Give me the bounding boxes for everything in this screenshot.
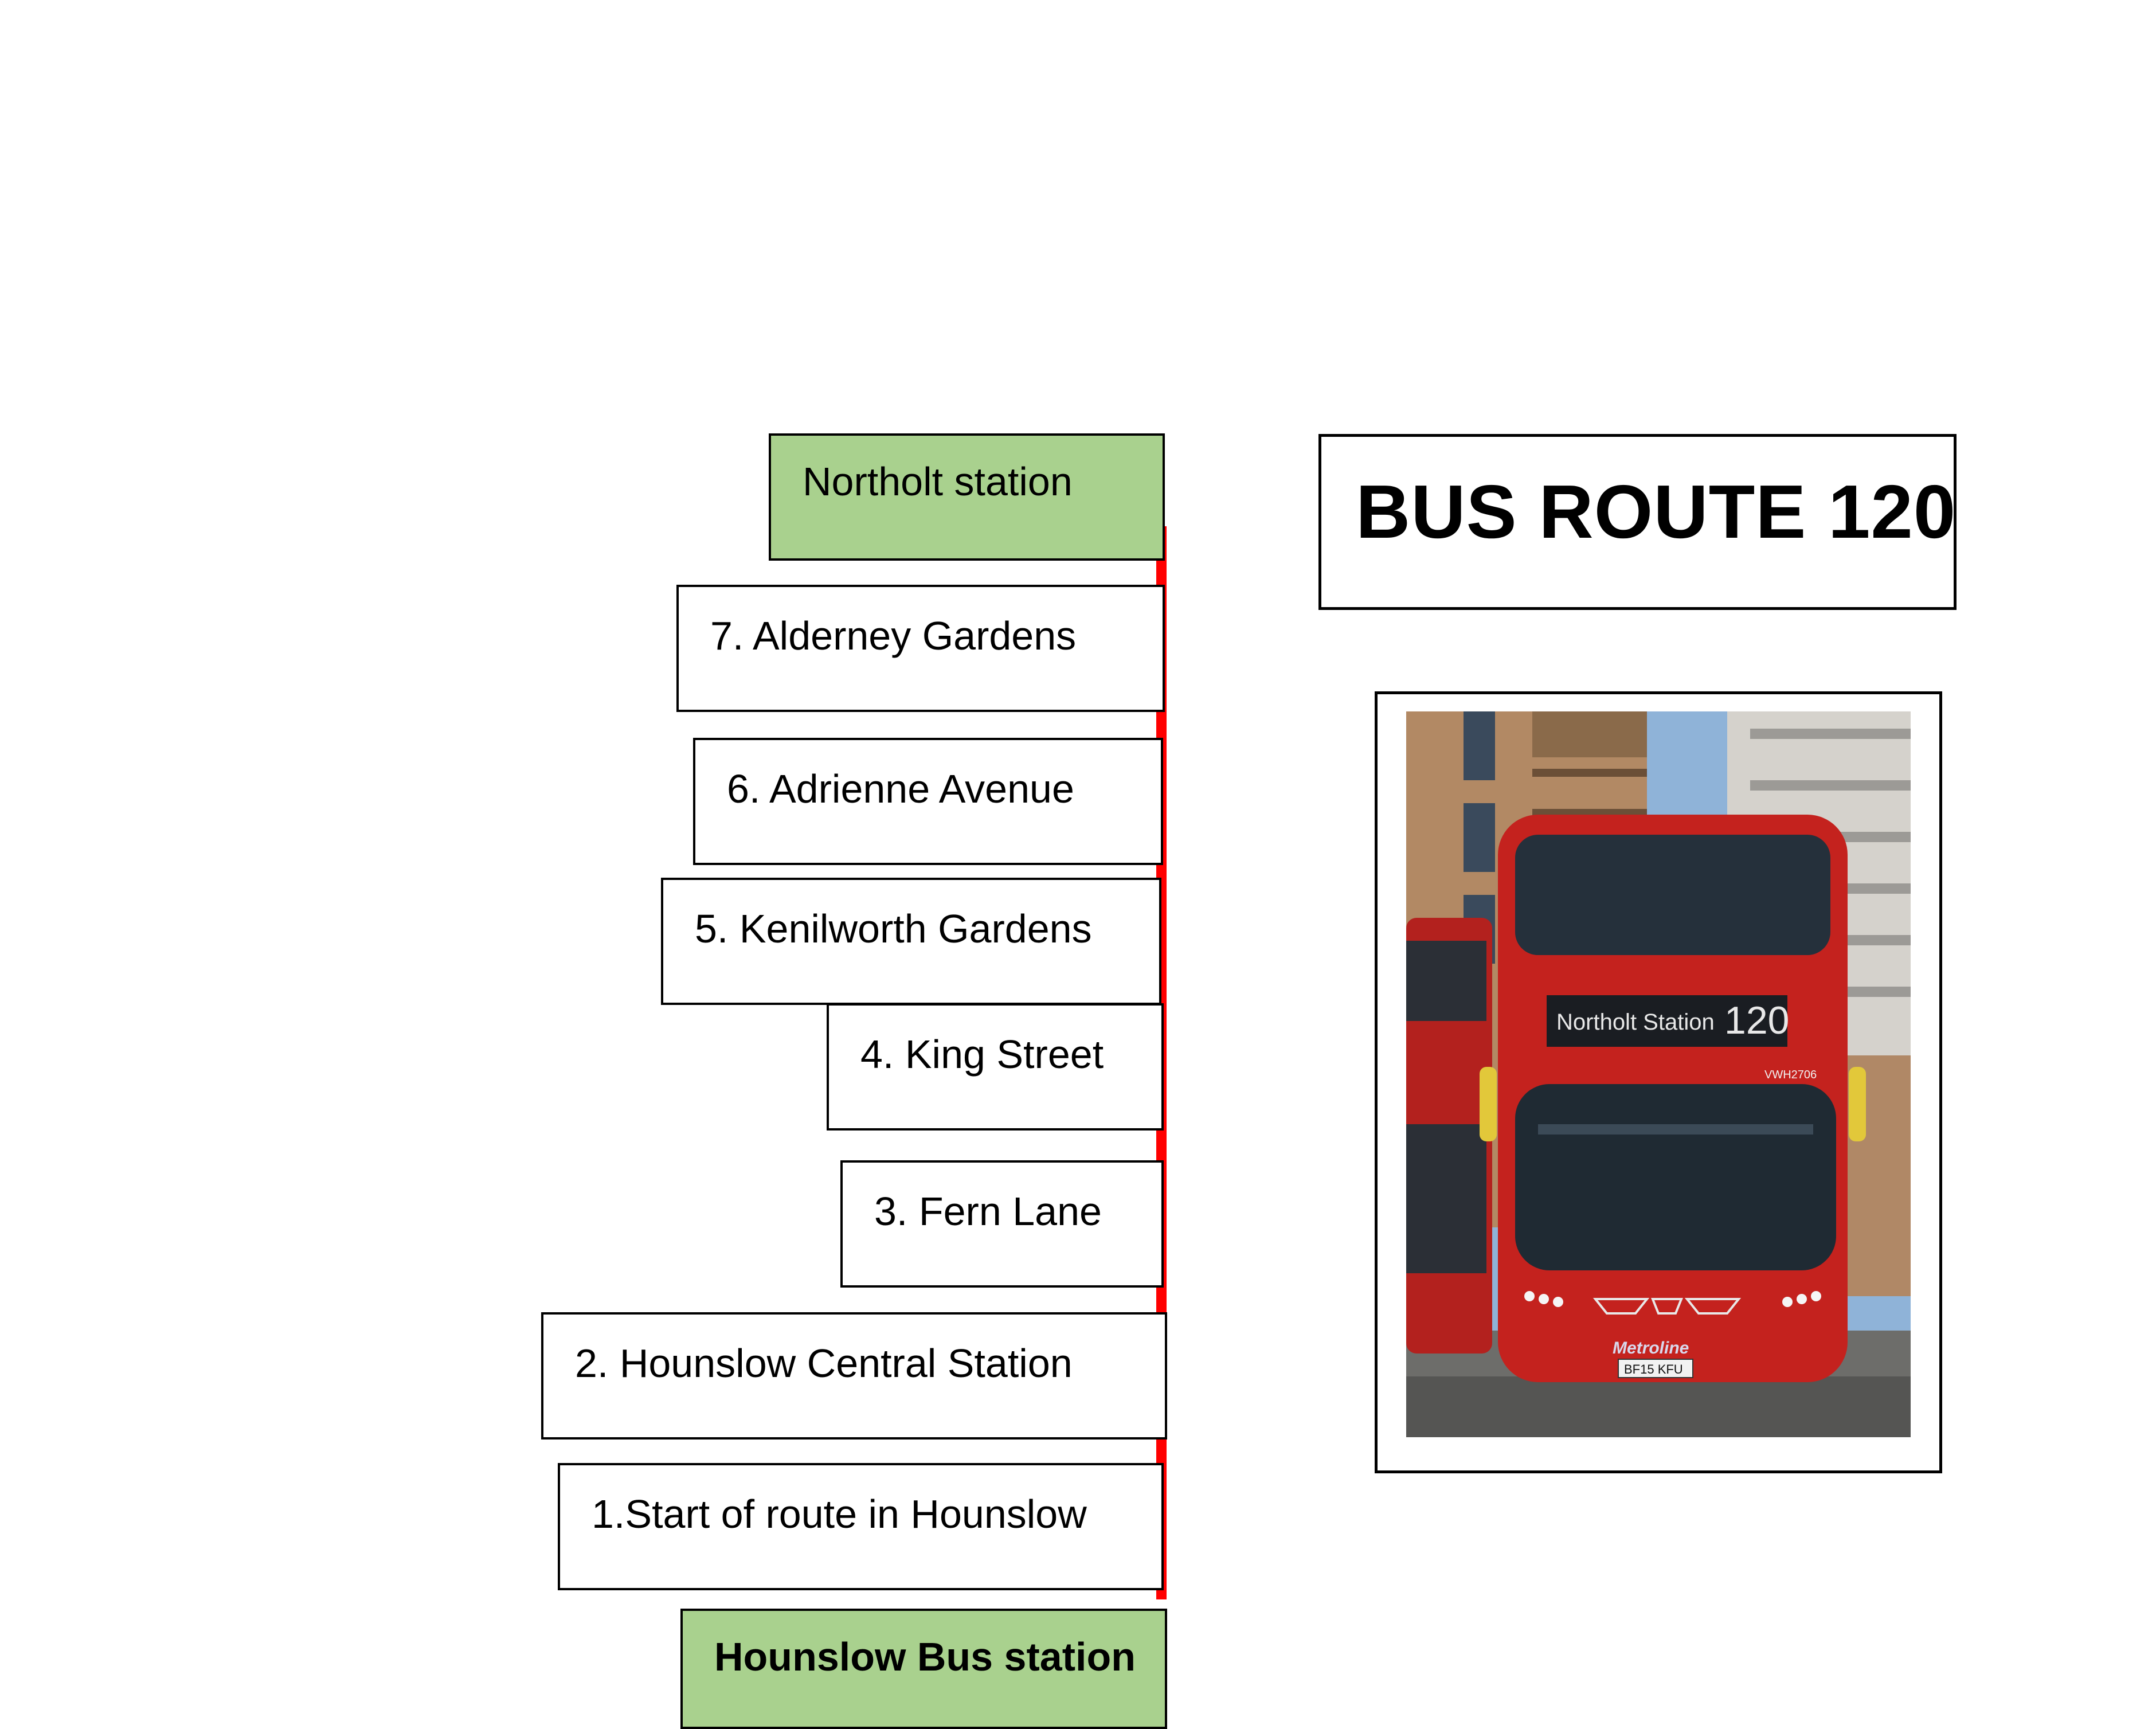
stop-label: 5. Kenilworth Gardens (695, 906, 1092, 951)
stop-5: 5. Kenilworth Gardens (661, 878, 1161, 1005)
registration-plate: BF15 KFU (1624, 1362, 1683, 1376)
stop-label: 4. King Street (860, 1032, 1104, 1077)
bus-photo-frame: Northolt Station 120 VWH2706 Metroline B… (1375, 691, 1942, 1473)
terminus-hounslow: Hounslow Bus station (680, 1609, 1167, 1729)
terminus-northolt: Northolt station (769, 433, 1165, 561)
stop-label: 1.Start of route in Hounslow (592, 1492, 1087, 1536)
stop-label: 2. Hounslow Central Station (575, 1341, 1073, 1386)
stop-2: 2. Hounslow Central Station (541, 1312, 1167, 1439)
stop-3: 3. Fern Lane (840, 1160, 1164, 1288)
stop-4: 4. King Street (827, 1003, 1164, 1130)
stop-label: 7. Alderney Gardens (710, 613, 1077, 658)
terminus-label: Northolt station (803, 459, 1073, 504)
stop-7: 7. Alderney Gardens (676, 585, 1165, 712)
bus-photo: Northolt Station 120 VWH2706 Metroline B… (1406, 711, 1911, 1437)
stop-6: 6. Adrienne Avenue (693, 738, 1163, 865)
terminus-label: Hounslow Bus station (714, 1634, 1136, 1679)
operator-name: Metroline (1613, 1339, 1689, 1358)
fleet-number: VWH2706 (1764, 1069, 1817, 1081)
destination-display: Northolt Station (1556, 1010, 1715, 1035)
stop-1: 1.Start of route in Hounslow (558, 1463, 1164, 1590)
route-number-display: 120 (1724, 999, 1789, 1042)
stop-label: 3. Fern Lane (874, 1189, 1102, 1234)
route-title: BUS ROUTE 120 (1356, 470, 1957, 554)
stop-label: 6. Adrienne Avenue (727, 766, 1074, 811)
title-box: BUS ROUTE 120 (1318, 434, 1957, 610)
